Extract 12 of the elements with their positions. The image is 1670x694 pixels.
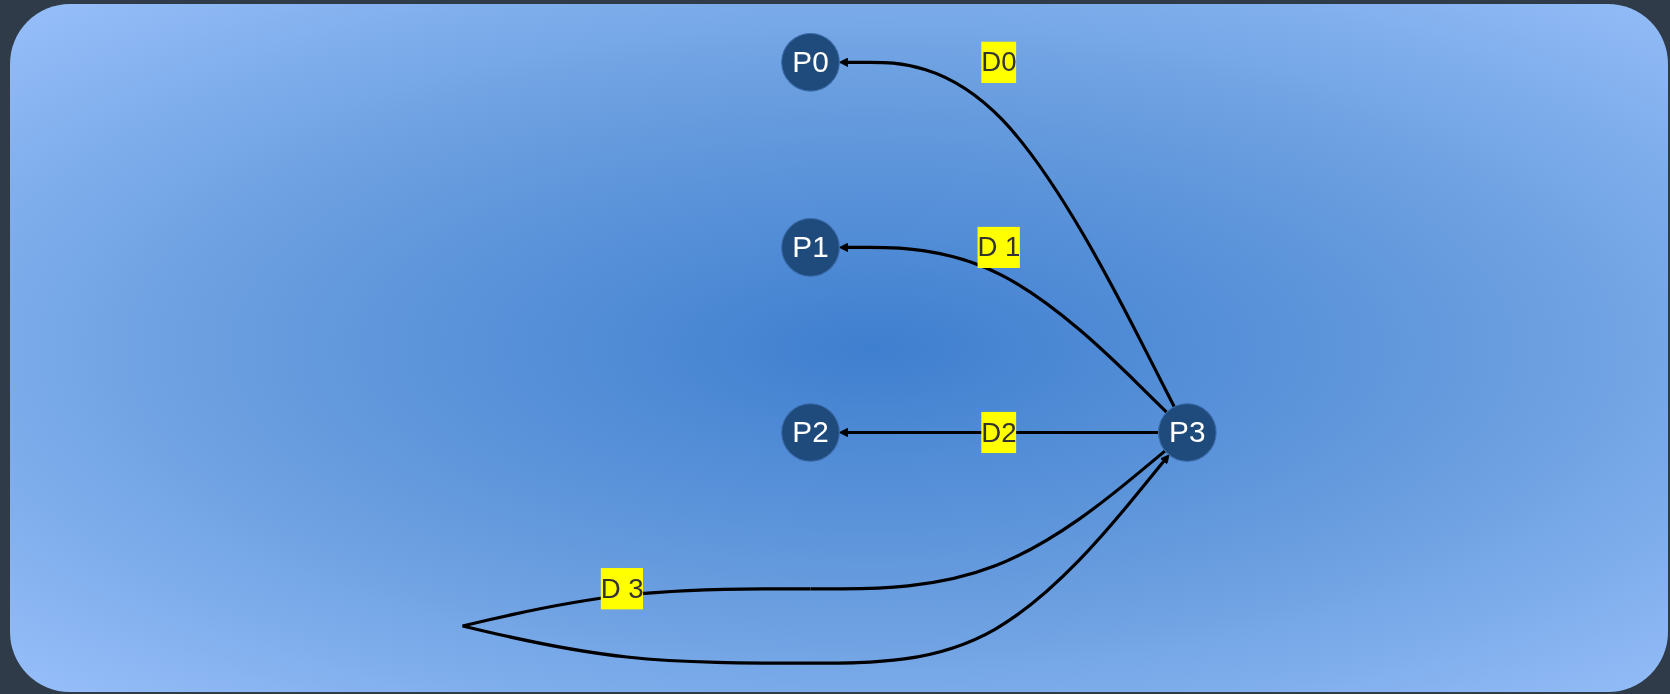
node-circle (780, 32, 840, 92)
arrow (838, 242, 1168, 414)
arrow (838, 427, 1159, 437)
edge-label: D2 (980, 415, 1017, 448)
edge-label: D 1 (977, 230, 1021, 263)
edge-label: D 3 (600, 571, 644, 604)
arrow (838, 57, 1176, 408)
edge-label: D0 (980, 45, 1017, 78)
node-circle (780, 402, 840, 462)
panel-background: D0 D 1 D2 D 3 P0 P1 P2 P3 (10, 4, 1668, 692)
node-circle (780, 217, 840, 277)
node-circle (1157, 402, 1217, 462)
